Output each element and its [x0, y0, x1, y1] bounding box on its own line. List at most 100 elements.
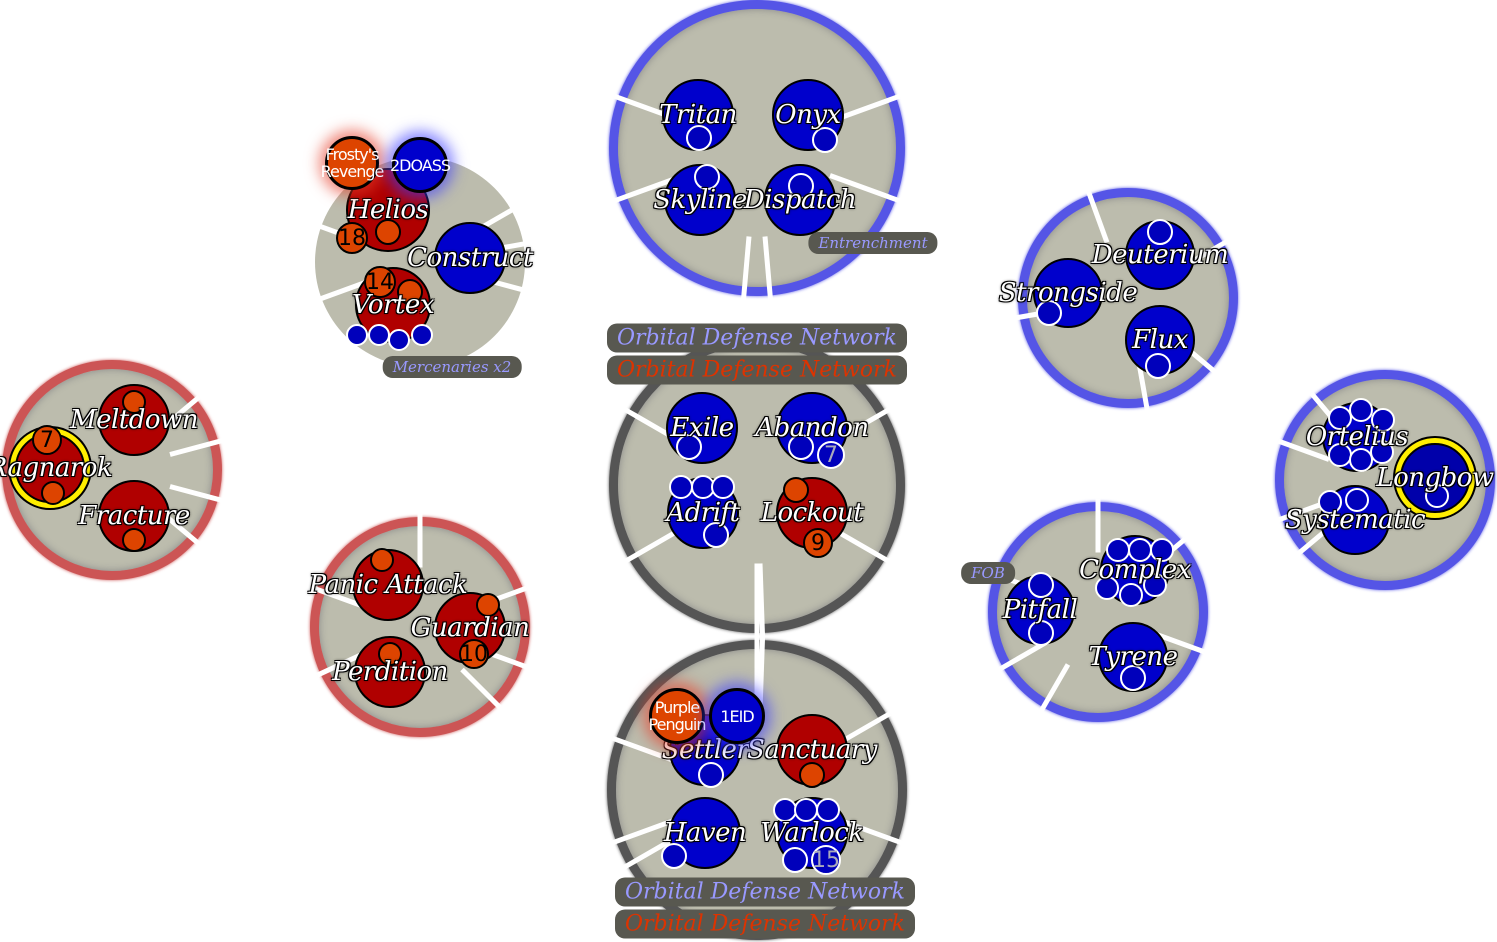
player-name: 2DOASS — [389, 155, 451, 175]
deuterium-system[interactable] — [1018, 188, 1238, 408]
status-tag: FOB — [961, 562, 1015, 584]
fleet-unit[interactable] — [368, 324, 390, 346]
fleet-unit[interactable] — [1028, 572, 1054, 598]
status-tag: Orbital Defense Network — [607, 355, 907, 385]
fleet-unit[interactable]: 15 — [811, 845, 841, 875]
planet-label: Abandon — [755, 413, 869, 443]
fleet-unit[interactable] — [782, 847, 808, 873]
player-name: Frosty's Revenge — [320, 145, 385, 181]
fleet-unit[interactable] — [476, 593, 500, 617]
fleet-unit[interactable] — [1119, 583, 1143, 607]
fleet-unit[interactable]: 10 — [459, 639, 489, 669]
planet-label: Panic Attack — [308, 570, 468, 600]
fleet-unit[interactable] — [686, 125, 712, 151]
fleet-unit[interactable] — [122, 528, 146, 552]
planet-label: Guardian — [410, 613, 530, 643]
planet-label: Fracture — [78, 501, 190, 531]
fleet-unit[interactable] — [1036, 300, 1062, 326]
fleet-unit[interactable] — [1095, 576, 1119, 600]
player-name: Purple Penguin — [648, 698, 707, 734]
fleet-unit[interactable] — [1106, 538, 1130, 562]
planet-label: Flux — [1132, 325, 1188, 355]
planet-label: Haven — [663, 818, 747, 848]
planet-label: Adrift — [666, 498, 740, 528]
fleet-unit[interactable] — [1425, 484, 1449, 508]
planet-label: Tritan — [659, 100, 737, 130]
fleet-unit[interactable] — [397, 279, 423, 305]
fleet-unit[interactable] — [388, 329, 410, 351]
status-tag: Orbital Defense Network — [607, 323, 907, 353]
fleet-unit[interactable] — [122, 390, 146, 414]
planet-label: Complex — [1079, 555, 1191, 585]
planet-panic-attack[interactable] — [352, 549, 424, 621]
planet-label: Longbow — [1376, 463, 1494, 493]
fleet-unit[interactable] — [816, 798, 840, 822]
fleet-unit[interactable] — [1345, 488, 1369, 512]
fleet-unit[interactable] — [370, 548, 394, 572]
planet-label: Lockout — [760, 498, 864, 528]
planet-label: Systematic — [1284, 505, 1426, 535]
status-tag: Mercenaries x2 — [382, 356, 522, 378]
planet-construct[interactable] — [434, 222, 506, 294]
fleet-unit[interactable] — [711, 475, 735, 499]
planet-label: Deuterium — [1091, 240, 1229, 270]
fleet-unit[interactable] — [694, 164, 720, 190]
status-tag: Entrenchment — [808, 232, 938, 254]
fleet-unit[interactable] — [1120, 665, 1146, 691]
fleet-unit[interactable] — [1328, 406, 1352, 430]
planet-label: Exile — [670, 413, 734, 443]
planet-label: Vortex — [352, 290, 434, 320]
planet-label: Strongside — [998, 278, 1138, 308]
hyperlane — [1095, 498, 1101, 553]
fleet-unit[interactable] — [1318, 490, 1342, 514]
player-marker[interactable]: 1EID — [709, 688, 765, 744]
planet-label: Tyrene — [1088, 642, 1178, 672]
player-marker[interactable]: 2DOASS — [389, 137, 451, 193]
fleet-unit[interactable]: 9 — [803, 528, 833, 558]
planet-label: Helios — [347, 195, 429, 225]
planet-label: Dispatch — [743, 185, 857, 215]
fleet-unit[interactable] — [346, 324, 368, 346]
fleet-unit[interactable] — [1349, 398, 1373, 422]
fleet-unit[interactable] — [1150, 538, 1174, 562]
fleet-unit[interactable]: 7 — [32, 425, 62, 455]
hyperlane — [417, 513, 423, 568]
fleet-unit[interactable] — [788, 434, 814, 460]
planet-label: Pitfall — [1002, 595, 1078, 625]
planet-label: Onyx — [775, 100, 841, 130]
fleet-unit[interactable] — [698, 762, 724, 788]
fleet-unit[interactable] — [788, 173, 814, 199]
fleet-unit[interactable] — [669, 475, 693, 499]
fleet-unit[interactable] — [378, 642, 402, 666]
planet-label: Skyline — [653, 185, 747, 215]
fleet-unit[interactable]: 14 — [364, 266, 396, 298]
fleet-unit[interactable] — [783, 477, 809, 503]
player-marker[interactable]: Frosty's Revenge — [321, 136, 384, 190]
planet-label: Perdition — [332, 657, 448, 687]
fleet-unit[interactable] — [1028, 620, 1054, 646]
fleet-unit[interactable]: 18 — [336, 222, 368, 254]
fleet-unit[interactable] — [1147, 219, 1173, 245]
fleet-unit[interactable] — [661, 843, 687, 869]
fleet-unit[interactable] — [812, 127, 838, 153]
player-marker[interactable]: Purple Penguin — [648, 688, 707, 744]
planet-label: Meltdown — [69, 405, 199, 435]
player-name: 1EID — [720, 706, 754, 726]
fleet-unit[interactable] — [1371, 408, 1395, 432]
fleet-unit[interactable] — [703, 522, 729, 548]
planet-label: Warlock — [760, 818, 864, 848]
status-tag: Orbital Defense Network — [615, 909, 915, 939]
fleet-unit[interactable] — [1145, 353, 1171, 379]
fleet-unit[interactable] — [799, 762, 825, 788]
fleet-unit[interactable] — [411, 324, 433, 346]
fleet-unit[interactable] — [41, 481, 65, 505]
status-tag: Orbital Defense Network — [615, 877, 915, 907]
fleet-unit[interactable] — [375, 219, 401, 245]
fleet-unit[interactable]: 7 — [817, 441, 845, 469]
planet-label: Ragnarok — [0, 453, 113, 483]
fleet-unit[interactable] — [676, 434, 702, 460]
fleet-unit[interactable] — [1370, 440, 1394, 464]
fleet-unit[interactable] — [1143, 573, 1167, 597]
fleet-unit[interactable] — [1349, 448, 1373, 472]
